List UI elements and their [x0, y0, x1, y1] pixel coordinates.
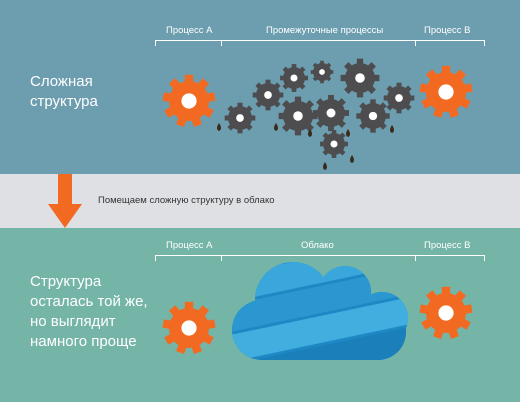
gear-process-a-icon — [162, 74, 216, 128]
gear-process-a-bottom-icon — [162, 301, 216, 355]
gear-intermediate-icon — [312, 94, 350, 132]
gear-intermediate-icon — [383, 82, 415, 114]
gear-intermediate-icon — [320, 130, 348, 158]
gear-intermediate-icon — [252, 79, 284, 111]
transition-caption: Помещаем сложную структуру в облако — [98, 195, 275, 206]
bracket-tick — [415, 40, 416, 46]
bracket-process-b-top — [416, 40, 484, 41]
header-process-a-bottom: Процесс А — [166, 240, 213, 251]
bracket-tick — [415, 255, 416, 261]
header-intermediate: Промежуточные процессы — [266, 25, 384, 36]
gear-process-b-bottom-icon — [419, 286, 473, 340]
bracket-cloud — [222, 255, 415, 256]
gear-intermediate-icon — [340, 58, 380, 98]
bracket-process-b-bottom — [416, 255, 484, 256]
cloud-icon — [232, 262, 408, 360]
oil-drop-icon — [323, 162, 327, 170]
gear-intermediate-icon — [356, 99, 390, 133]
bracket-intermediate — [222, 40, 415, 41]
gear-intermediate-icon — [280, 64, 308, 92]
oil-drop-icon — [346, 129, 350, 137]
header-process-b-bottom: Процесс В — [424, 240, 471, 251]
simplified-structure-label: Структура осталась той же, но выглядит н… — [30, 273, 148, 350]
bracket-tick — [484, 255, 485, 261]
gear-intermediate-icon — [310, 60, 334, 84]
complex-structure-label: Сложная структура — [30, 73, 98, 110]
gear-process-b-icon — [419, 65, 473, 119]
oil-drop-icon — [274, 123, 278, 131]
gear-intermediate-icon — [278, 96, 318, 136]
oil-drop-icon — [350, 155, 354, 163]
header-process-a: Процесс А — [166, 25, 213, 36]
bracket-process-a-top — [155, 40, 221, 41]
gear-intermediate-icon — [224, 102, 256, 134]
oil-drop-icon — [217, 123, 221, 131]
header-process-b: Процесс В — [424, 25, 471, 36]
header-cloud: Облако — [301, 240, 334, 251]
oil-drop-icon — [308, 129, 312, 137]
bracket-tick — [221, 255, 222, 261]
down-arrow-icon — [48, 174, 82, 228]
bracket-process-a-bottom — [155, 255, 221, 256]
bracket-tick — [221, 40, 222, 46]
oil-drop-icon — [390, 125, 394, 133]
bracket-tick — [155, 255, 156, 261]
bracket-tick — [484, 40, 485, 46]
bracket-tick — [155, 40, 156, 46]
